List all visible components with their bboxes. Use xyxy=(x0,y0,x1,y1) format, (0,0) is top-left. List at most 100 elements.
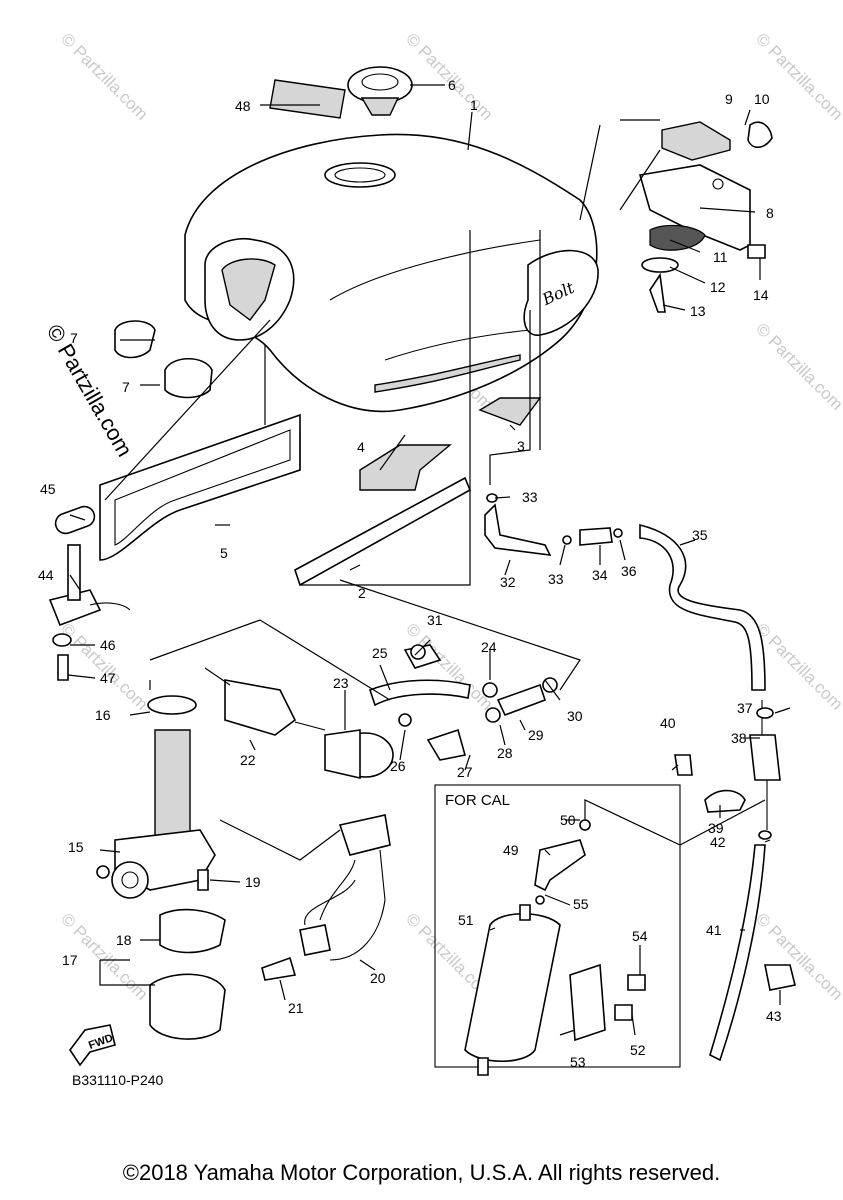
callout-29: 29 xyxy=(528,727,544,743)
callout-9: 9 xyxy=(725,91,733,107)
callout-54: 54 xyxy=(632,928,648,944)
callout-41: 41 xyxy=(706,922,722,938)
callout-27: 27 xyxy=(457,764,473,780)
callout-17: 17 xyxy=(62,952,78,968)
label-48 xyxy=(269,79,346,119)
callout-33a: 33 xyxy=(522,489,538,505)
callout-51: 51 xyxy=(458,912,474,928)
breather-filter xyxy=(749,700,781,830)
callout-20: 20 xyxy=(370,970,386,986)
callout-11: 11 xyxy=(713,249,728,265)
callout-12: 12 xyxy=(710,279,726,295)
clamp-50 xyxy=(579,819,591,831)
callout-55: 55 xyxy=(573,896,589,912)
callout-18: 18 xyxy=(116,932,132,948)
bolt-52 xyxy=(614,1004,633,1021)
watermark: © Partzilla.com xyxy=(57,29,151,123)
screw-19 xyxy=(197,869,209,891)
oring-45 xyxy=(54,505,96,535)
inset-label: FOR CAL xyxy=(445,792,510,809)
callout-52: 52 xyxy=(630,1042,646,1058)
clamp-39 xyxy=(704,789,746,813)
fwd-arrow: FWD xyxy=(69,1024,116,1067)
callout-25: 25 xyxy=(372,645,388,661)
callout-6: 6 xyxy=(448,77,456,93)
filler-caps xyxy=(114,320,213,399)
hoses xyxy=(369,503,766,1062)
callout-8: 8 xyxy=(766,205,774,221)
fuel-cap xyxy=(347,66,413,116)
callout-39: 39 xyxy=(708,820,724,836)
callout-7a: 7 xyxy=(70,330,78,346)
wire-harness xyxy=(299,814,391,961)
callout-37: 37 xyxy=(737,700,753,716)
cover-17 xyxy=(149,973,226,1040)
watermark: © Partzilla.com xyxy=(752,909,843,1003)
callout-22: 22 xyxy=(240,752,256,768)
callout-36: 36 xyxy=(621,563,637,579)
clamp-55 xyxy=(535,895,545,905)
callout-40: 40 xyxy=(660,715,676,731)
callout-numbers: 1 2 3 4 5 6 7 7 8 9 10 11 12 13 14 15 16… xyxy=(38,77,782,1070)
pad-4 xyxy=(359,444,452,491)
callout-31: 31 xyxy=(427,612,443,628)
callout-28: 28 xyxy=(497,745,513,761)
leader-lines xyxy=(67,84,791,1036)
callout-30: 30 xyxy=(567,708,583,724)
callout-21: 21 xyxy=(288,1000,304,1016)
callout-4: 4 xyxy=(357,439,365,455)
side-cover xyxy=(99,413,301,561)
callout-34: 34 xyxy=(592,567,608,583)
callout-53: 53 xyxy=(570,1054,586,1070)
callout-43: 43 xyxy=(766,1008,782,1024)
callout-15: 15 xyxy=(68,839,84,855)
callout-10: 10 xyxy=(754,91,770,107)
callout-19: 19 xyxy=(245,874,261,890)
callout-32: 32 xyxy=(500,574,516,590)
callout-16: 16 xyxy=(95,707,111,723)
callout-46: 46 xyxy=(100,637,116,653)
fuel-tank: Bolt xyxy=(184,133,599,413)
callout-26: 26 xyxy=(390,758,406,774)
canister-bracket xyxy=(569,963,606,1042)
callout-35: 35 xyxy=(692,527,708,543)
callout-24: 24 xyxy=(481,639,497,655)
fuel-sender xyxy=(48,544,131,627)
callout-45: 45 xyxy=(40,481,56,497)
callout-23: 23 xyxy=(333,675,349,691)
watermark: © Partzilla.com xyxy=(752,319,843,413)
callout-14: 14 xyxy=(753,287,769,303)
copyright-notice: ©2018 Yamaha Motor Corporation, U.S.A. A… xyxy=(122,1160,721,1185)
bolt-40 xyxy=(674,754,693,776)
callout-38: 38 xyxy=(731,730,747,746)
callout-49: 49 xyxy=(503,842,519,858)
callout-1: 1 xyxy=(470,97,478,113)
callout-3: 3 xyxy=(517,438,525,454)
cover-18 xyxy=(159,908,226,954)
seal-16 xyxy=(147,695,197,715)
callout-2: 2 xyxy=(358,585,366,601)
callout-48: 48 xyxy=(235,98,251,114)
bolt-54 xyxy=(627,974,646,991)
callout-33b: 33 xyxy=(548,571,564,587)
tank-strip xyxy=(294,476,472,587)
bolt-47 xyxy=(57,654,69,681)
callout-7b: 7 xyxy=(122,379,130,395)
callout-5: 5 xyxy=(220,545,228,561)
callout-50: 50 xyxy=(560,812,576,828)
washer-46 xyxy=(52,633,72,647)
callout-13: 13 xyxy=(690,303,706,319)
callout-47: 47 xyxy=(100,670,116,686)
california-inset-box xyxy=(434,784,681,1068)
fuel-petcock xyxy=(96,729,216,899)
tank-bracket-assembly xyxy=(638,121,773,313)
fuel-filter xyxy=(204,667,326,736)
drawing-code: B331110-P240 xyxy=(72,1072,164,1088)
charcoal-canister xyxy=(464,904,561,1076)
watermark: © Partzilla.com xyxy=(752,619,843,713)
clip-21 xyxy=(261,956,297,981)
fuel-pump xyxy=(324,729,394,780)
callout-42: 42 xyxy=(710,834,726,850)
watermark: © Partzilla.com xyxy=(57,619,151,713)
